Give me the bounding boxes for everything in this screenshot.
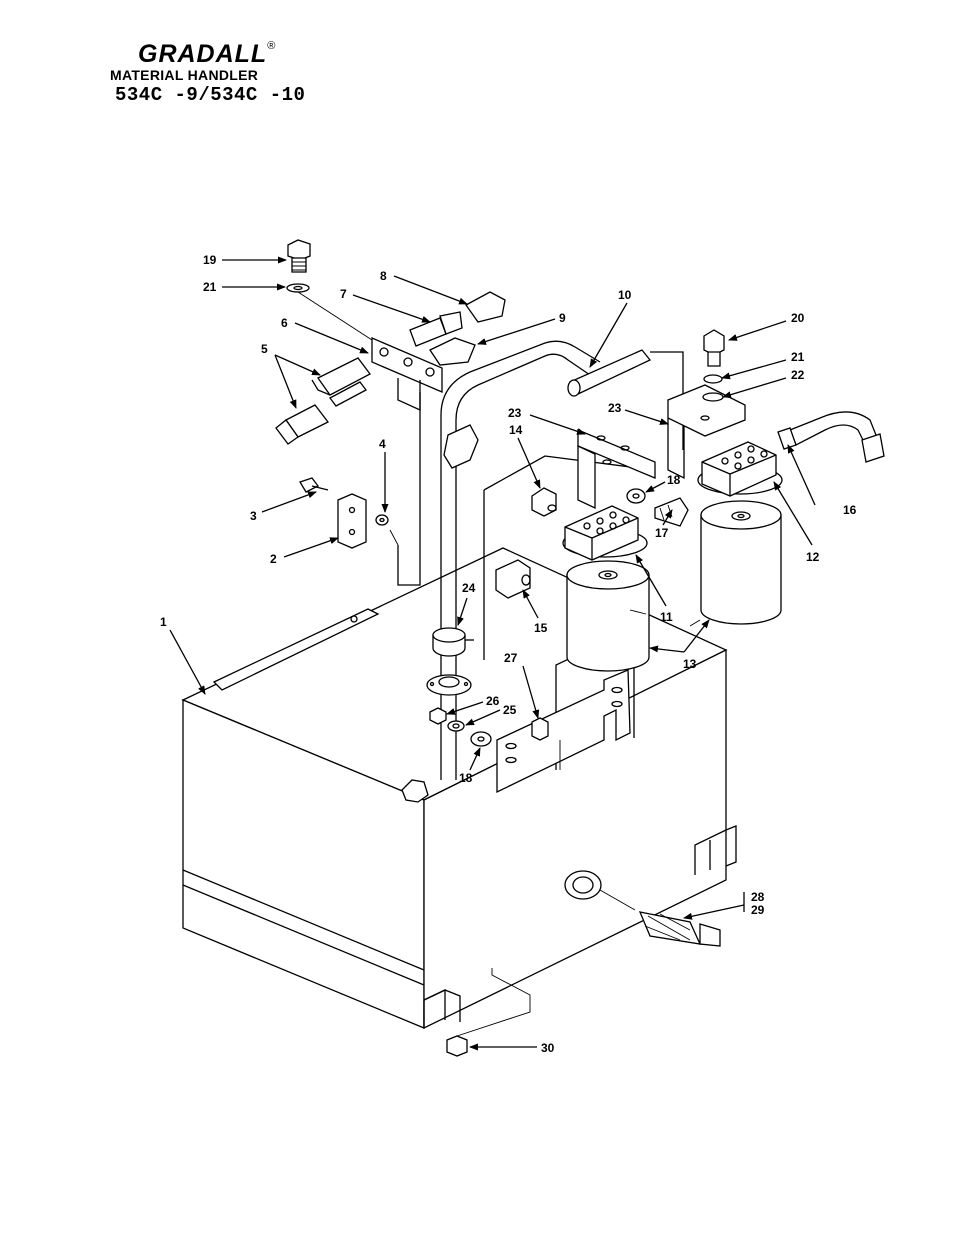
breather-24 [426, 627, 474, 696]
alignment-lines [389, 529, 701, 770]
callout-27: 27 [504, 651, 518, 665]
callout-30: 30 [541, 1041, 555, 1055]
callout-18-lower: 18 [459, 771, 473, 785]
hose-16 [777, 411, 885, 463]
block-assembly [299, 477, 389, 549]
callout-10: 10 [618, 288, 632, 302]
callout-17: 17 [655, 526, 669, 540]
callout-21-lower: 21 [791, 350, 805, 364]
elbow-fitting [443, 424, 479, 469]
callout-8: 8 [380, 269, 387, 283]
callout-22: 22 [791, 368, 805, 382]
drain-plug-30 [446, 968, 531, 1057]
filter-head-11 [562, 505, 648, 561]
leader-lines [169, 256, 816, 1051]
tank-port-fitting [401, 779, 429, 803]
callout-7: 7 [340, 287, 347, 301]
callout-29: 29 [751, 903, 765, 917]
callout-15: 15 [534, 621, 548, 635]
callout-6: 6 [281, 316, 288, 330]
callout-12: 12 [806, 550, 820, 564]
callout-21-upper: 21 [203, 280, 217, 294]
callout-20: 20 [791, 311, 805, 325]
strainer-28-29 [564, 870, 721, 947]
mounting-bracket [371, 337, 443, 586]
filter-element-13 [566, 500, 782, 672]
brand-name: GRADALL [138, 40, 268, 68]
callout-labels: 19 21 8 7 9 10 6 5 20 21 22 23 23 14 4 1… [160, 253, 857, 1055]
callout-13: 13 [683, 657, 697, 671]
bracket-23-left [577, 429, 656, 510]
subtitle: MATERIAL HANDLER [110, 67, 259, 83]
registered-mark: ® [267, 40, 277, 52]
callout-1: 1 [160, 615, 167, 629]
callout-9: 9 [559, 311, 566, 325]
filter-head-12 [697, 441, 783, 497]
fittings-7-8-9 [409, 291, 506, 366]
callout-25: 25 [503, 703, 517, 717]
hardware-18-25-26-27 [429, 707, 549, 747]
filter-mount-bracket [483, 455, 655, 794]
callout-18-upper: 18 [667, 473, 681, 487]
brand-logo: GRADALL® [138, 40, 276, 69]
callout-16: 16 [843, 503, 857, 517]
callout-28: 28 [751, 890, 765, 904]
model-number: 534C -9/534C -10 [115, 84, 306, 106]
callout-19: 19 [203, 253, 217, 267]
bolt-19 [286, 239, 373, 341]
callout-23-left: 23 [508, 406, 522, 420]
callout-11: 11 [660, 610, 673, 624]
callout-23-right: 23 [608, 401, 622, 415]
callout-14: 14 [509, 423, 523, 437]
header: GRADALL® MATERIAL HANDLER 534C -9/534C -… [108, 40, 308, 110]
callout-3: 3 [250, 509, 257, 523]
callout-24: 24 [462, 581, 476, 595]
fittings-5 [275, 357, 371, 445]
callout-26: 26 [486, 694, 500, 708]
callout-2: 2 [270, 552, 277, 566]
indicator-14-15 [495, 487, 557, 599]
callout-5: 5 [261, 342, 268, 356]
callout-4: 4 [379, 437, 386, 451]
